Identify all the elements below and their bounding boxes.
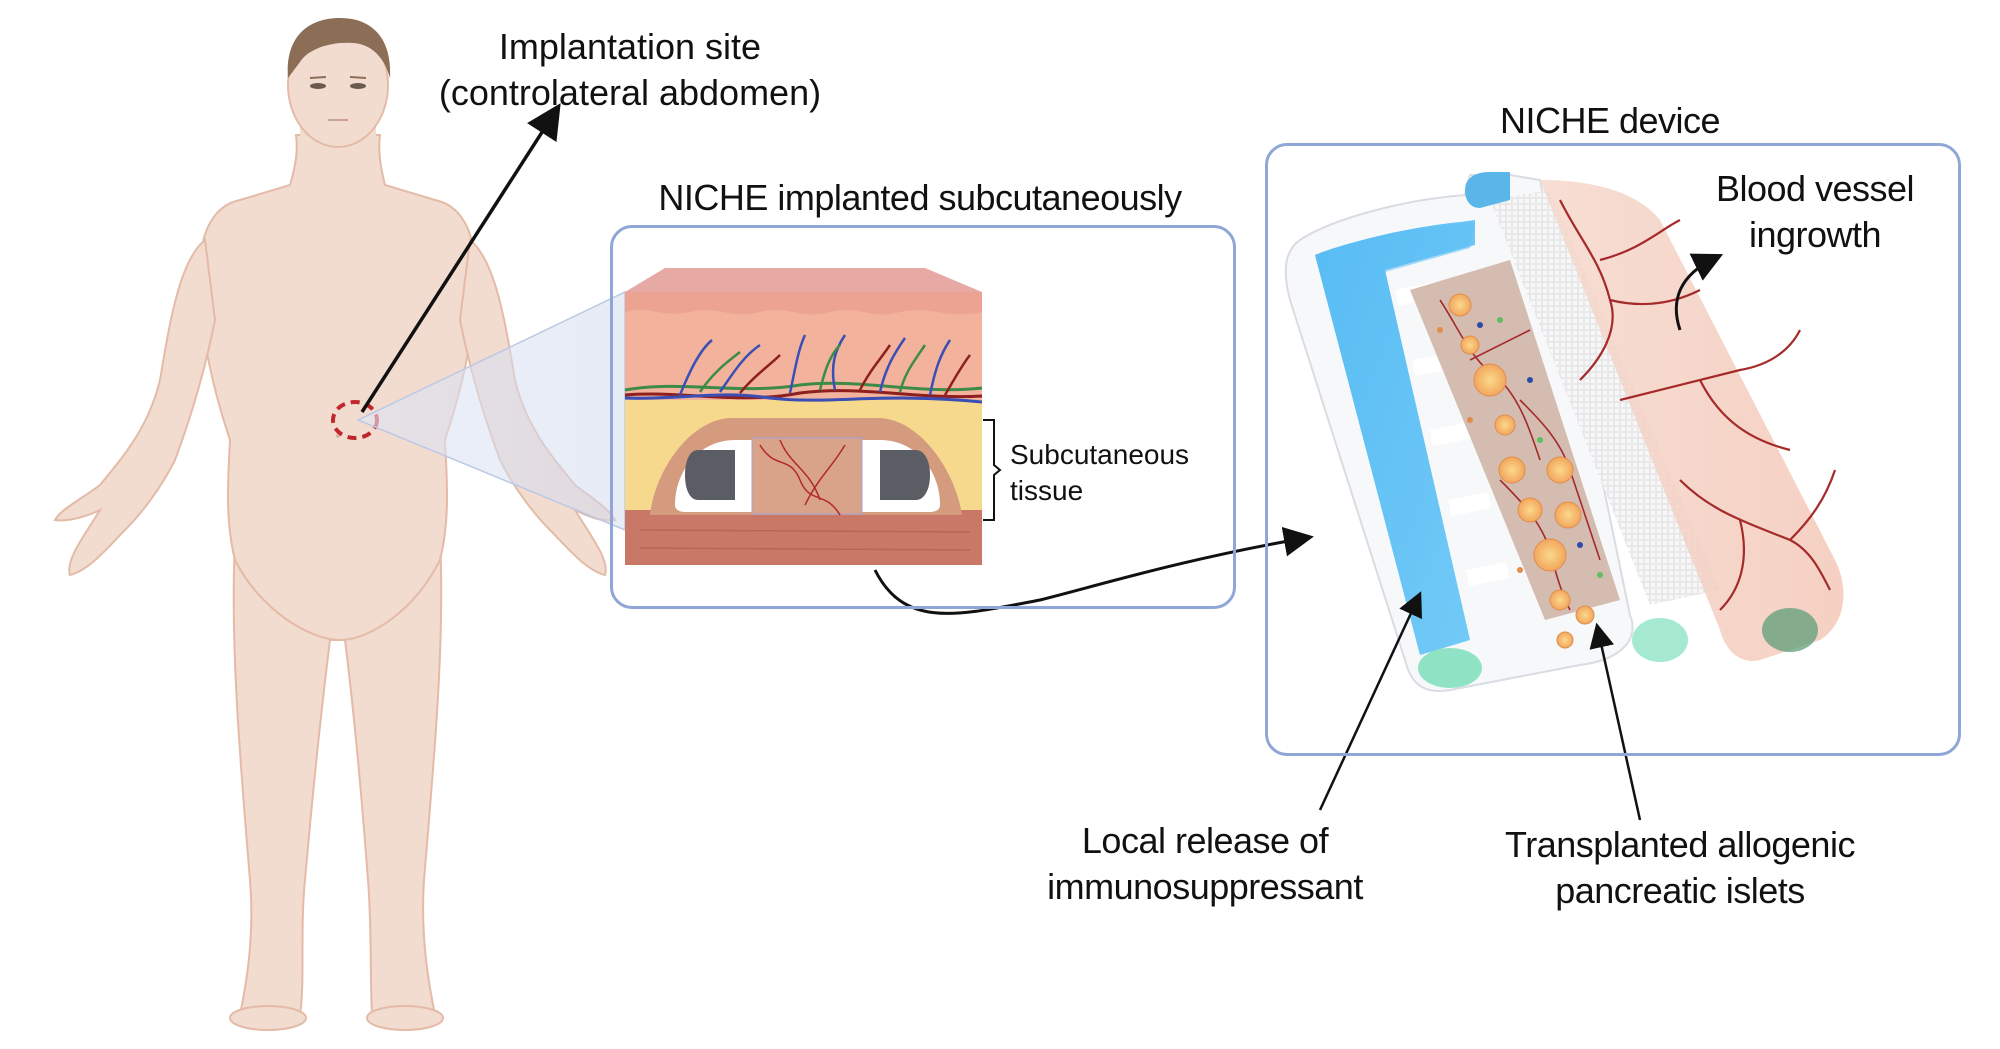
label-local-release-line1: Local release of [1081, 820, 1329, 861]
label-subcutaneous-line1: Subcutaneous [1010, 439, 1190, 470]
label-subcutaneous-tissue: Subcutaneous tissue [1010, 437, 1220, 509]
skin-cross-section-illustration [624, 268, 983, 565]
subcutaneous-bracket [983, 419, 1002, 521]
label-blood-vessel-ingrowth: Blood vessel ingrowth [1680, 166, 1950, 258]
label-local-release: Local release of immunosuppressant [1005, 818, 1405, 910]
niche-device-illustration [1284, 172, 1844, 692]
panel-subcutaneous [610, 225, 1236, 609]
label-subcutaneous-line2: tissue [1010, 475, 1084, 506]
label-blood-vessel-line1: Blood vessel [1715, 168, 1915, 209]
label-implantation-site: Implantation site (controlateral abdomen… [380, 24, 880, 116]
arrow-implantation-site [360, 103, 561, 413]
label-niche-implanted: NICHE implanted subcutaneously [658, 177, 1182, 218]
arrow-islets [1589, 622, 1642, 821]
human-body-illustration [53, 18, 617, 1031]
label-transplanted-islets: Transplanted allogenic pancreatic islets [1460, 822, 1900, 914]
label-blood-vessel-line2: ingrowth [1748, 214, 1882, 255]
label-local-release-line2: immunosuppressant [1047, 866, 1363, 907]
label-islets-line2: pancreatic islets [1555, 870, 1805, 911]
label-implantation-site-line1: Implantation site [498, 26, 762, 67]
label-niche-device: NICHE device [1499, 100, 1721, 141]
arrow-local-release [1318, 591, 1423, 811]
label-implantation-site-line2: (controlateral abdomen) [438, 72, 822, 113]
label-islets-line1: Transplanted allogenic [1505, 824, 1855, 865]
panel-niche-device [1265, 143, 1961, 756]
arrow-blood-vessel [1674, 253, 1724, 331]
